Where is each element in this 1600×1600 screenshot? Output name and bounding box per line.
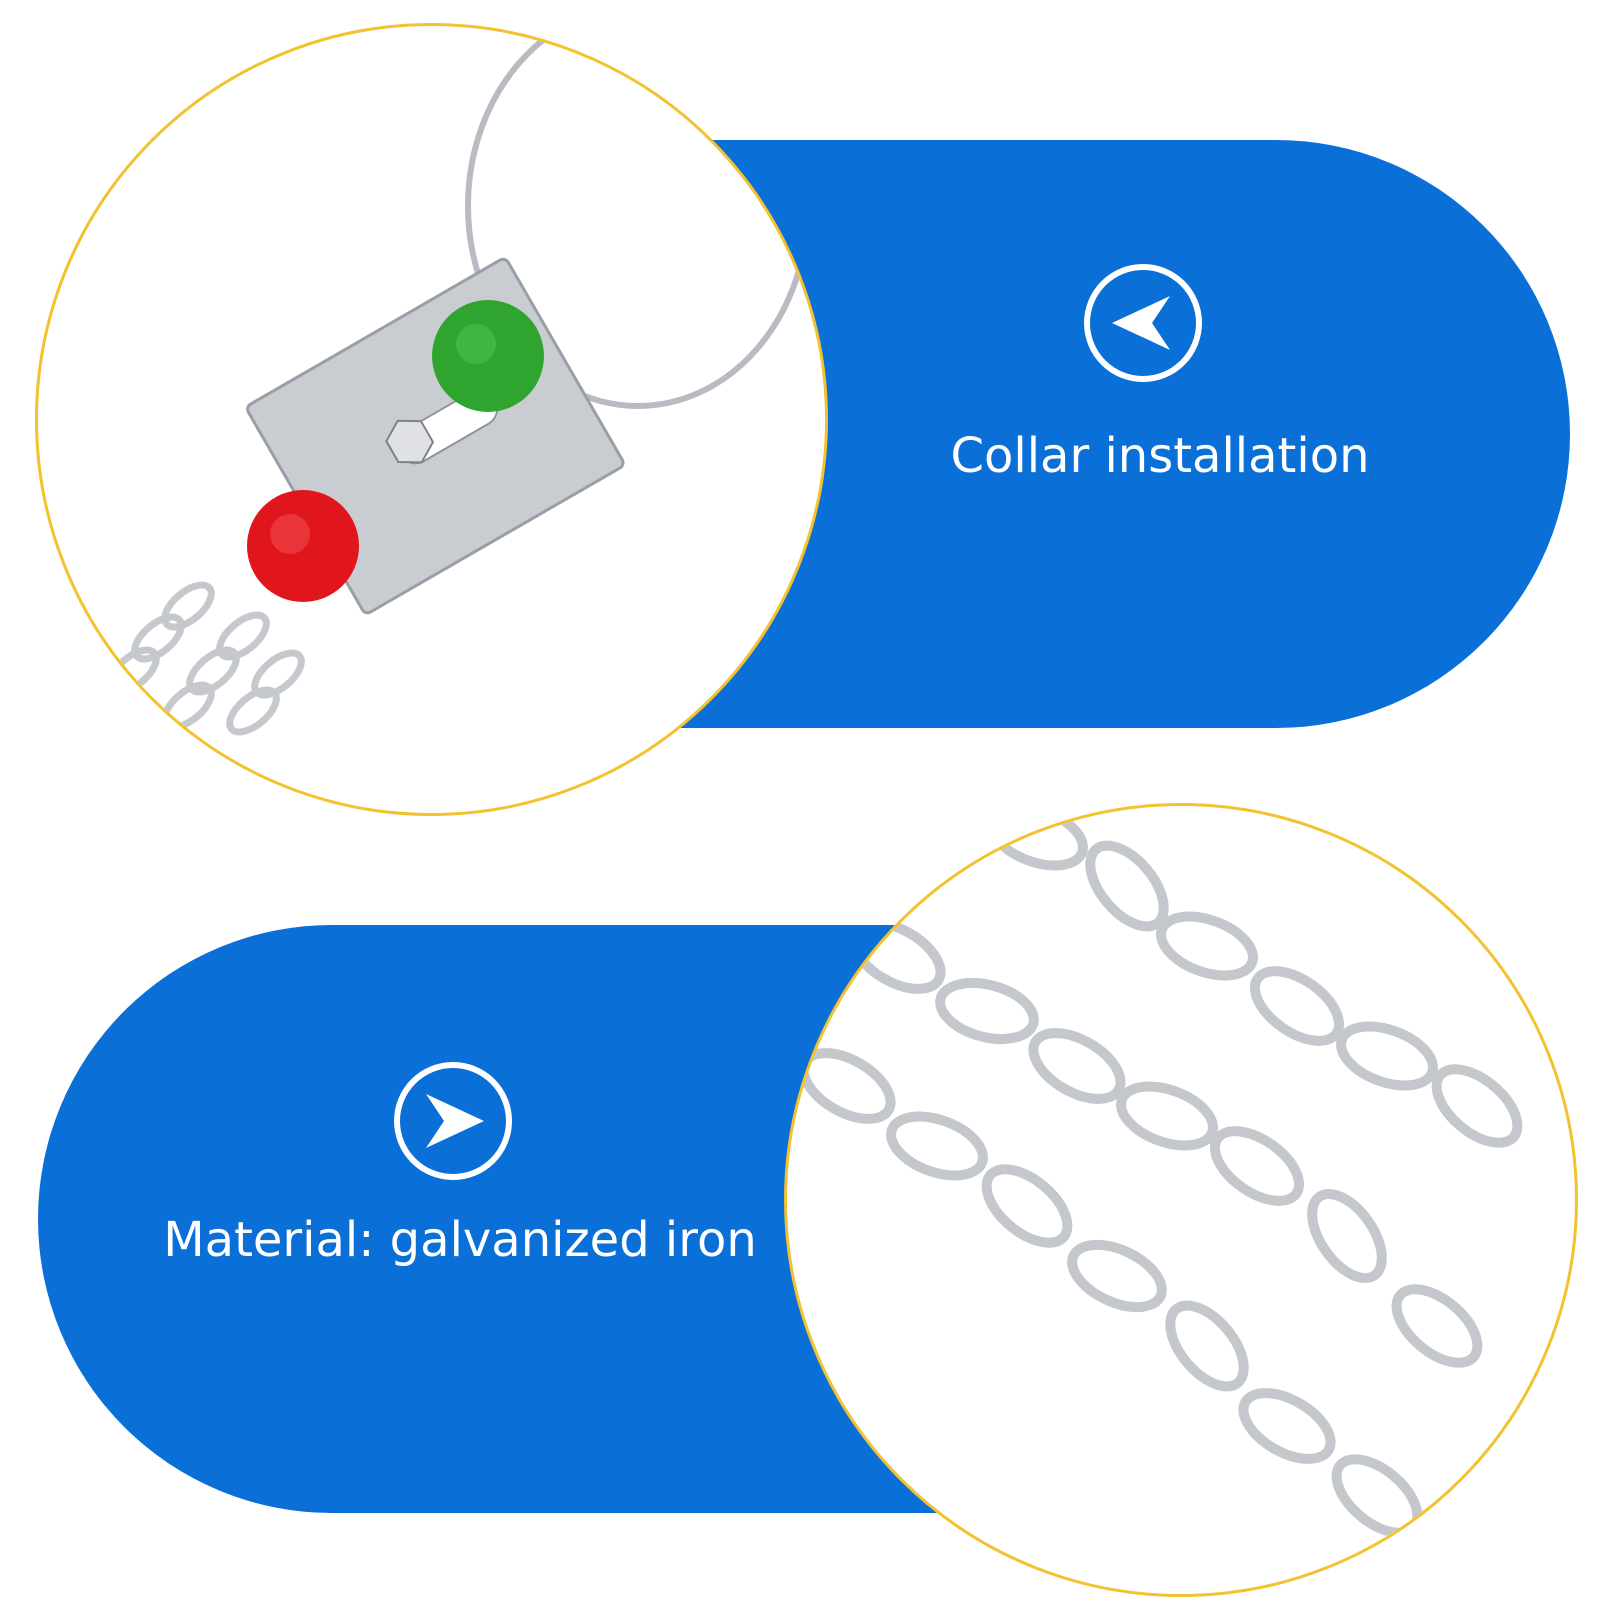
arrow-right-icon [392, 1060, 514, 1182]
chain-illustration [798, 806, 1523, 1538]
wire-ring [465, 26, 811, 409]
collar-clip-photo [35, 23, 828, 816]
collar-clip-illustration [106, 26, 811, 736]
feature-caption-bottom: Material: galvanized iron [163, 1212, 757, 1268]
chain-photo [784, 803, 1578, 1597]
chain-strands [798, 806, 1523, 1538]
hex-nut [385, 419, 435, 464]
feature-caption-top: Collar installation [950, 428, 1370, 484]
arrow-left-icon [1082, 262, 1204, 384]
chain-strands [106, 581, 305, 736]
